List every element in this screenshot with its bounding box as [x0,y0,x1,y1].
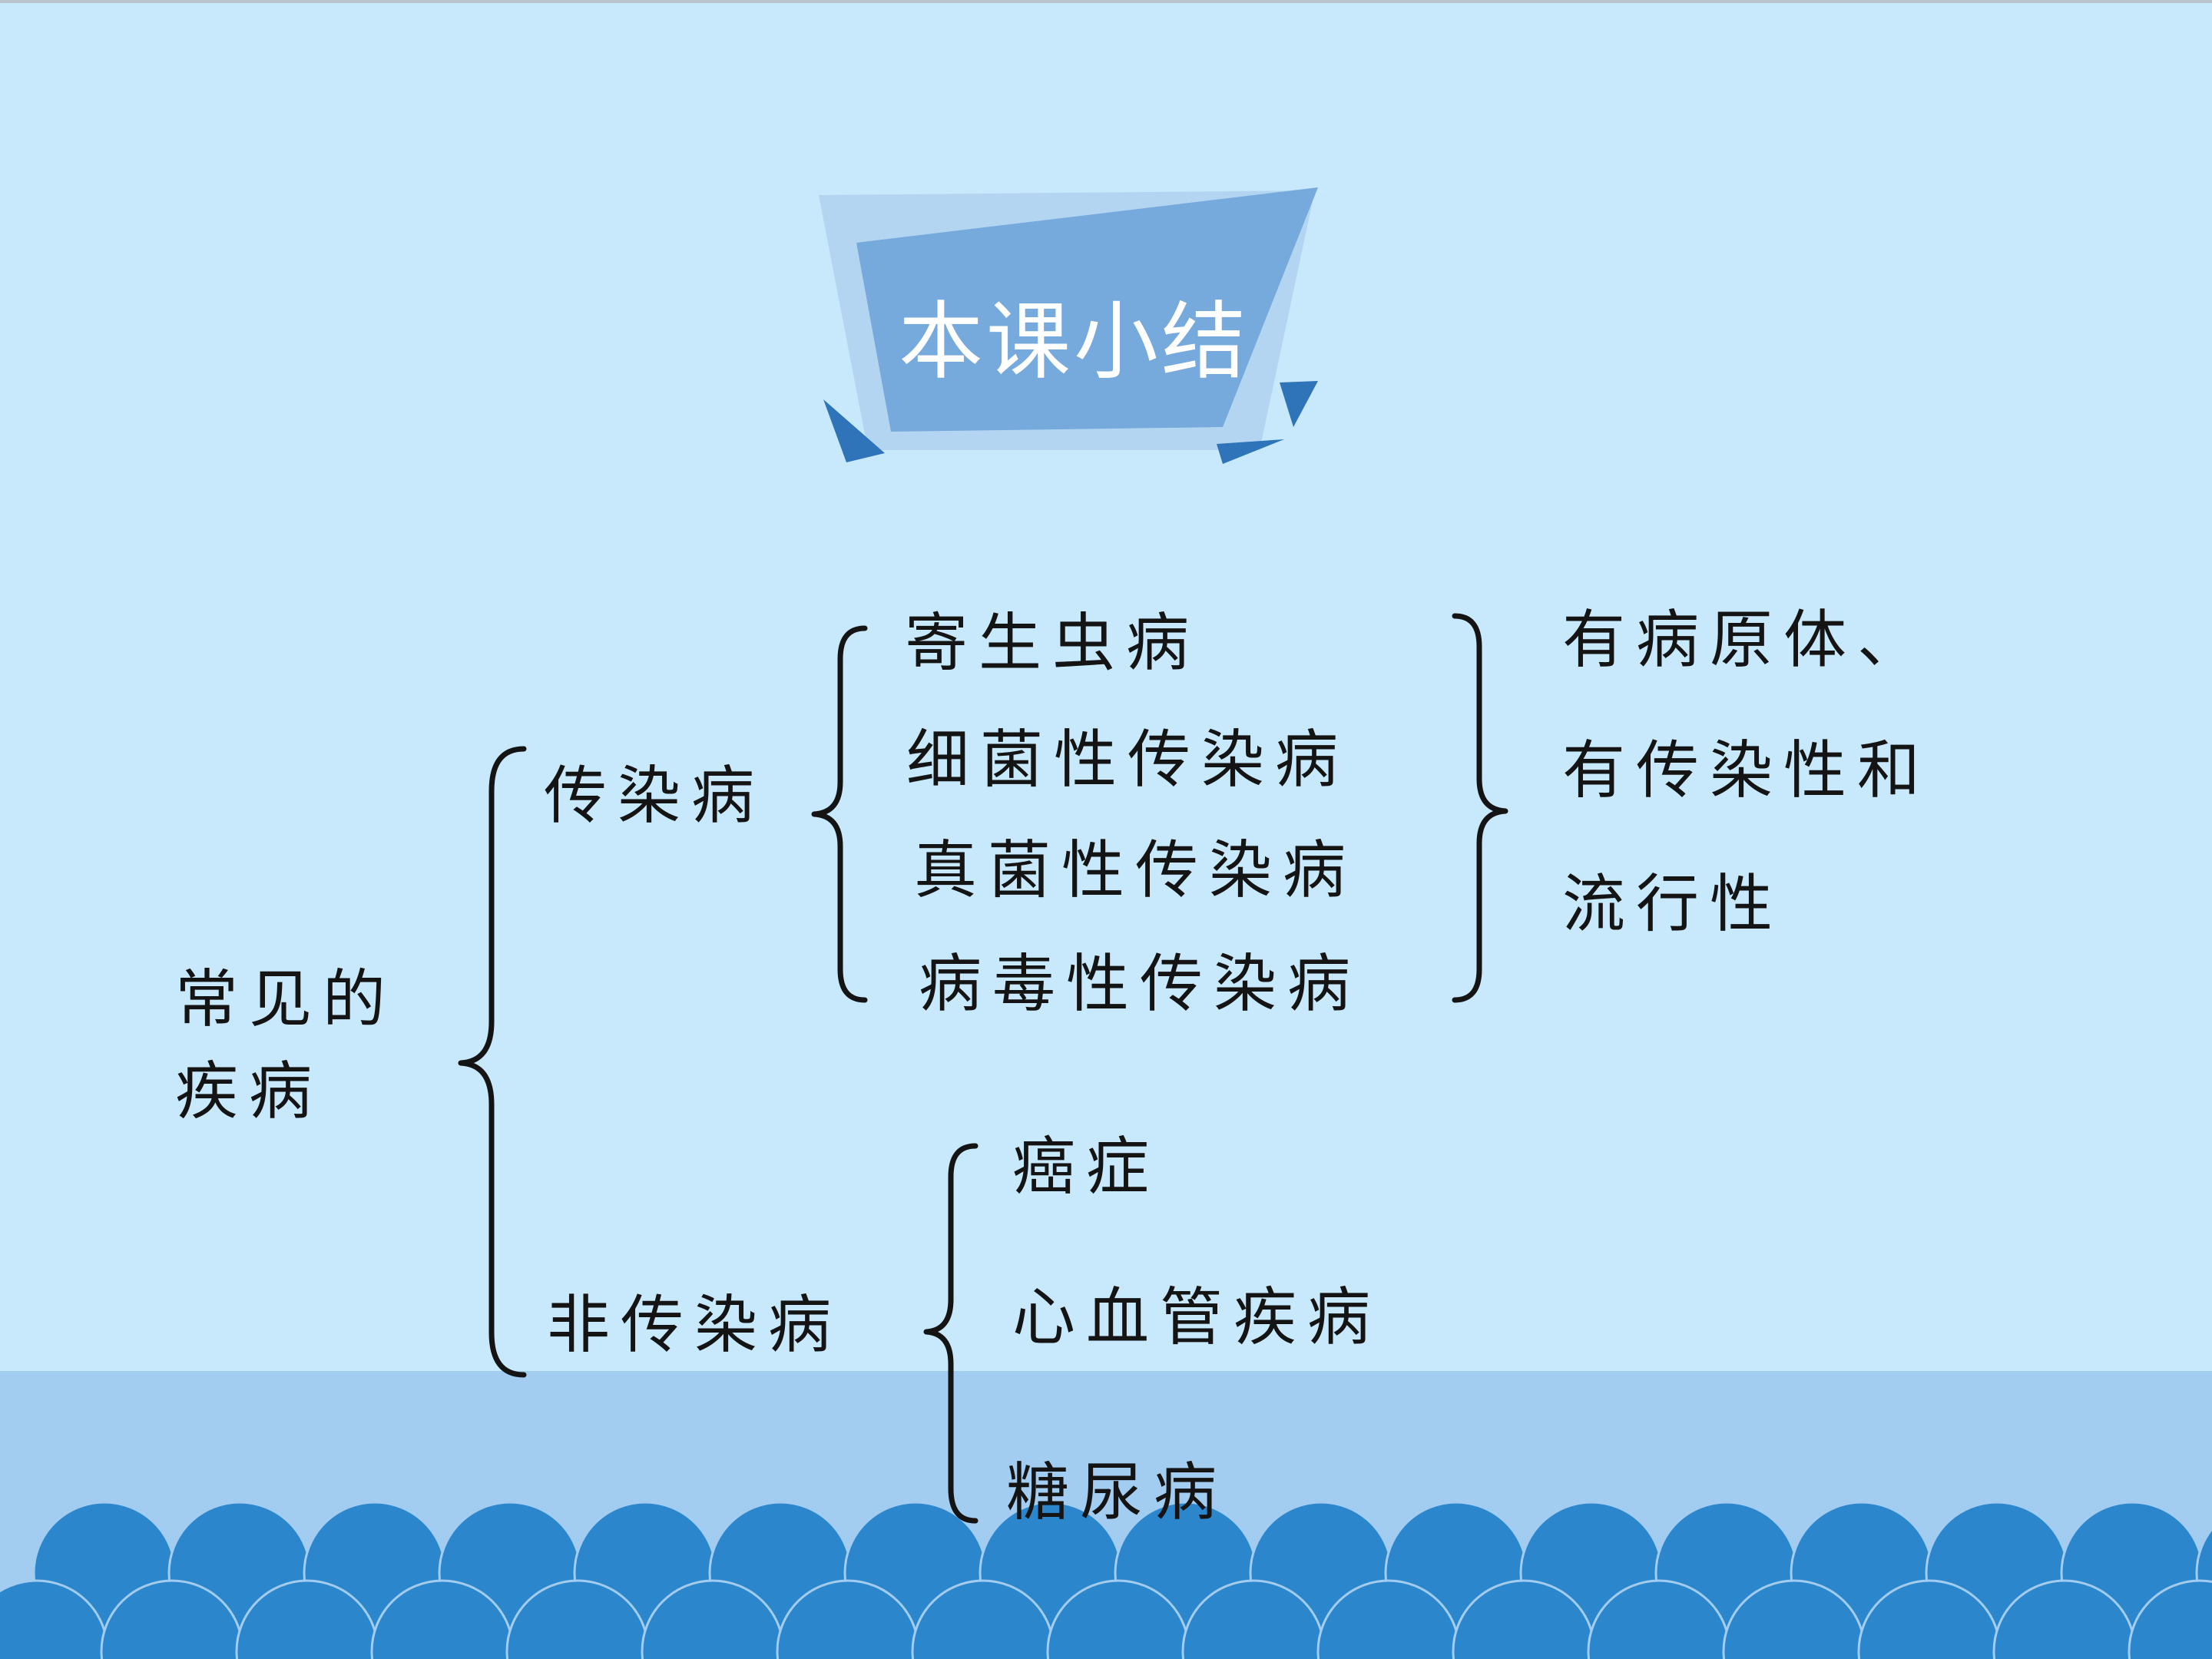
banner-front-panel [856,187,1318,432]
non-infectious-bracket [923,1143,979,1524]
top-border [0,0,2212,3]
non-infectious-item-cancer: 癌症 [1012,1131,1161,1204]
banner-accent-right-bottom [1217,439,1284,464]
feature-line-1: 有病原体、 [1562,604,1932,677]
wave-scallop [2128,1579,2212,1659]
infectious-item-parasitic: 寄生虫病 [905,607,1200,680]
non-infectious-item-diabetes: 糖尿病 [1006,1456,1228,1529]
branch-non-infectious-label: 非传染病 [547,1289,843,1362]
root-label-line-1: 常见的 [175,963,397,1036]
non-infectious-item-cardiovascular: 心血管疾病 [1012,1281,1382,1354]
infectious-bracket [811,625,868,1003]
branch-infectious-label: 传染病 [544,760,766,833]
root-label-line-2: 疾病 [175,1055,323,1128]
feature-line-2: 有传染性和 [1562,734,1932,807]
root-bracket [458,746,527,1378]
banner-accent-right-top [1280,381,1318,427]
banner-accent-left [823,399,885,462]
infectious-item-fungal: 真菌性传染病 [914,834,1357,907]
page-title: 本课小结 [899,293,1249,391]
infectious-item-bacterial: 细菌性传染病 [906,724,1349,796]
feature-line-3: 流行性 [1562,868,1784,941]
infectious-item-viral: 病毒性传染病 [919,948,1362,1021]
wave-pattern [0,1501,2212,1659]
feature-bracket [1452,613,1508,1003]
